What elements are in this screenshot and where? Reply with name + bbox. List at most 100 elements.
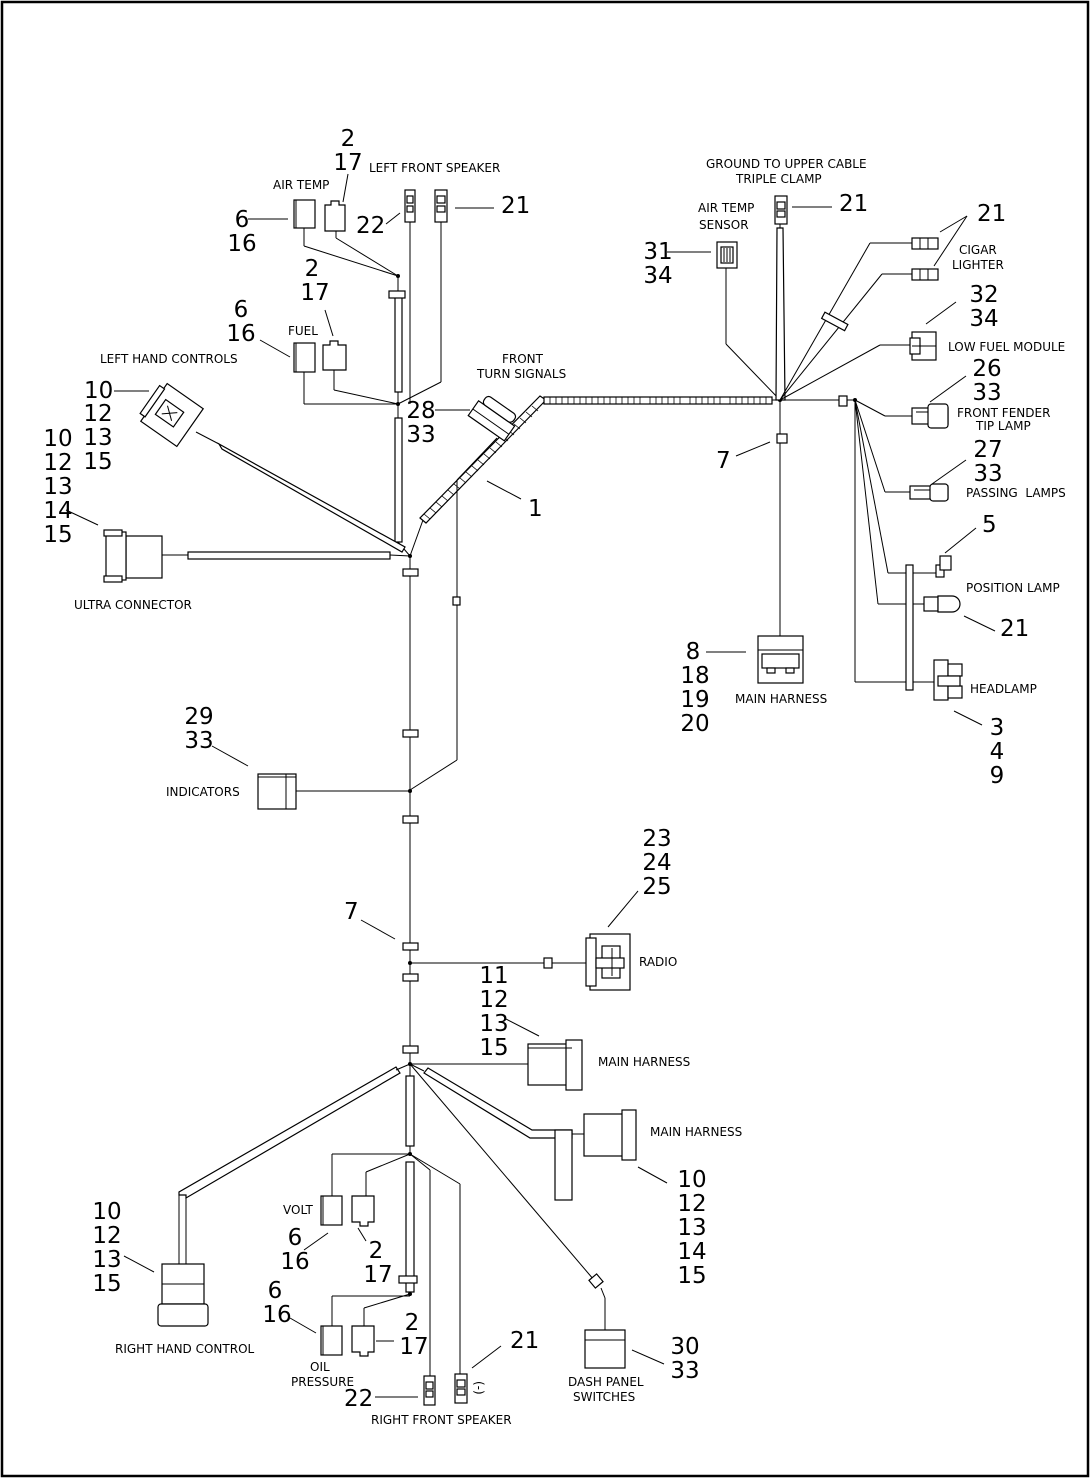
front-turn-signals-label-2: TURN SIGNALS (476, 367, 566, 381)
right-hand-control-connector (157, 1263, 209, 1327)
low-fuel-module-label: LOW FUEL MODULE (948, 340, 1065, 354)
oil-pressure-terminal (320, 1325, 343, 1356)
passing-lamps-label: PASSING LAMPS (966, 486, 1066, 500)
radio-connector (585, 933, 631, 991)
front-turn-signals-connector (467, 395, 517, 442)
connectors (103, 189, 963, 1406)
indicators-label: INDICATORS (166, 785, 240, 799)
cigar-lighter-label-2: LIGHTER (952, 258, 1004, 272)
ground-label-1: GROUND TO UPPER CABLE (706, 157, 867, 171)
main-harness-top-connector (757, 635, 804, 684)
volt-label: VOLT (283, 1203, 313, 1217)
callout-lfs-right: 21 (501, 193, 530, 219)
callout-lfs-term: 22 (356, 213, 385, 239)
lfs-terminal-b (434, 189, 448, 223)
callout-ground: 21 (839, 191, 868, 217)
volt-connector (351, 1195, 375, 1227)
position-lamp-connector (935, 555, 952, 578)
callout-position-top: 5 (982, 512, 997, 538)
air-temp-label: AIR TEMP (273, 178, 329, 192)
fuel-label: FUEL (288, 324, 318, 338)
left-hand-controls-connector (139, 382, 205, 448)
left-front-speaker-label: LEFT FRONT SPEAKER (369, 161, 500, 175)
callout-position-bot: 21 (1000, 616, 1029, 642)
ultra-connector-label: ULTRA CONNECTOR (74, 598, 192, 612)
right-front-speaker-label: RIGHT FRONT SPEAKER (371, 1413, 512, 1427)
passing-lamps-connector (909, 483, 949, 502)
left-harness (162, 222, 780, 1066)
text-labels: LEFT FRONT SPEAKER AIR TEMP FUEL LEFT HA… (74, 157, 1066, 1427)
main-harness-low-label: MAIN HARNESS (650, 1125, 742, 1139)
headlamp-connector (933, 659, 963, 701)
rfs-terminal-a (423, 1375, 436, 1406)
cigar-lighter-terminal-a (911, 237, 939, 250)
right-harness (725, 220, 936, 691)
cigar-lighter-terminal-b (911, 268, 939, 281)
left-hand-controls-label: LEFT HAND CONTROLS (100, 352, 238, 366)
front-fender-tip-lamp-connector (911, 403, 949, 429)
low-fuel-module-connector (909, 331, 937, 361)
headlamp-label: HEADLAMP (970, 682, 1037, 696)
ground-terminal (774, 195, 788, 225)
air-temp-terminal (293, 199, 316, 229)
front-fender-label-2: TIP LAMP (975, 419, 1031, 433)
lower-harness (178, 1063, 606, 1376)
main-harness-top-label: MAIN HARNESS (735, 692, 827, 706)
callout-lhc-a: 10 (84, 378, 113, 404)
ultra-connector (103, 529, 163, 583)
volt-terminal (320, 1195, 343, 1226)
air-temp-connector (324, 200, 346, 232)
callout-clip-left: 7 (344, 899, 359, 925)
callout-clip-right: 7 (716, 448, 731, 474)
front-fender-label-1: FRONT FENDER (957, 406, 1050, 420)
air-temp-sensor-connector (716, 241, 738, 269)
main-harness-mid-label: MAIN HARNESS (598, 1055, 690, 1069)
leader-lines (65, 173, 996, 1398)
radio-label: RADIO (639, 955, 677, 969)
indicators-connector (257, 773, 297, 810)
oil-pressure-label-1: OIL (310, 1360, 330, 1374)
callout-main-trunk: 1 (528, 496, 543, 522)
right-hand-control-label: RIGHT HAND CONTROL (115, 1342, 255, 1356)
oil-pressure-label-2: PRESSURE (291, 1375, 354, 1389)
rfs-terminal-b (454, 1373, 468, 1404)
position-lamp-label: POSITION LAMP (966, 581, 1060, 595)
main-harness-mid-connector (527, 1039, 583, 1091)
ground-label-2: TRIPLE CLAMP (735, 172, 822, 186)
minus-label: (-) (472, 1381, 486, 1395)
front-turn-signals-label-1: FRONT (502, 352, 544, 366)
lfs-terminal-a (404, 189, 416, 223)
oil-pressure-connector (351, 1325, 375, 1357)
dash-panel-label-1: DASH PANEL (568, 1375, 644, 1389)
cigar-lighter-label-1: CIGAR (959, 243, 997, 257)
air-temp-sensor-label-2: SENSOR (699, 218, 749, 232)
fuel-connector (322, 340, 347, 371)
callout-cigar: 21 (977, 201, 1006, 227)
callout-rfs: 22 (344, 1386, 373, 1412)
position-lamp-bulb (923, 595, 961, 613)
